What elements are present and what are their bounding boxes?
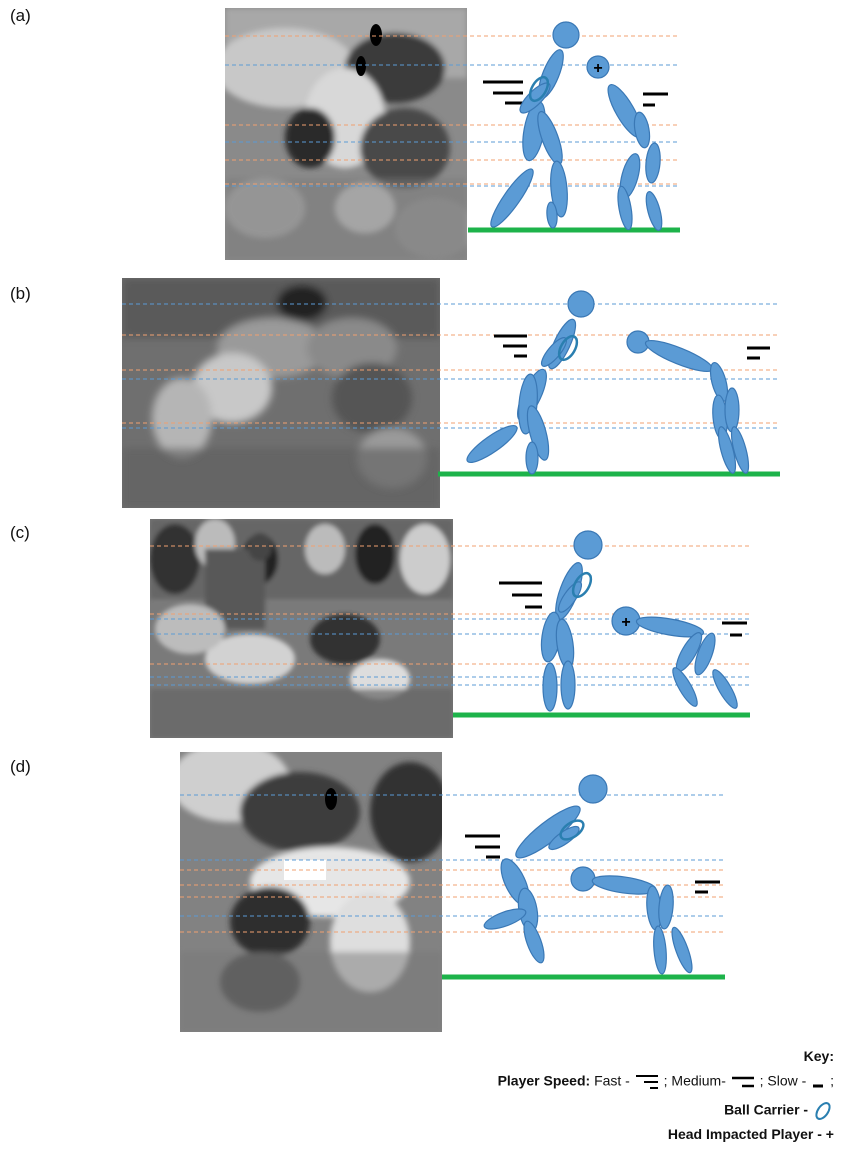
reference-lines (180, 794, 725, 933)
legend-title: Key: (803, 1048, 834, 1064)
reference-lines (150, 545, 750, 686)
speed-medium-icon (643, 92, 668, 107)
ball-icon (571, 571, 593, 599)
legend: Key: Player Speed: Fast - ; Medium- ; Sl… (498, 1048, 834, 1150)
legend-speed-row: Player Speed: Fast - ; Medium- ; Slow - … (498, 1072, 834, 1100)
photo-a (225, 8, 467, 260)
diagram-d (180, 752, 740, 987)
photo-d (180, 752, 442, 1032)
legend-slow-label: ; Slow - (759, 1072, 807, 1089)
diagram-c: + (150, 519, 760, 724)
head-impacted-figure (586, 55, 663, 231)
speed-fast-icon (483, 80, 523, 105)
ball-carrier-figure (490, 21, 580, 229)
panel-label-c: (c) (10, 523, 30, 542)
speed-medium-icon (695, 880, 720, 894)
reference-lines (122, 303, 780, 429)
head-impact-marker: + (593, 60, 602, 77)
opponent-figure (626, 330, 750, 474)
ball-carrier-figure (466, 290, 595, 475)
diagram-b (122, 278, 792, 488)
diagram-a: + (225, 8, 695, 248)
panel-label-b: (b) (10, 284, 31, 303)
legend-speed-label: Player Speed: (497, 1072, 591, 1089)
head-impacted-figure (611, 606, 738, 709)
speed-medium-icon (747, 346, 770, 360)
legend-ball-row: Ball Carrier - (498, 1100, 834, 1126)
opponent-figure (570, 866, 693, 975)
legend-ball-label: Ball Carrier - (724, 1101, 809, 1118)
ball-icon (559, 819, 585, 841)
speed-slow-icon (722, 621, 747, 637)
panel-label-a: (a) (10, 6, 31, 25)
legend-head-impact-label: Head Impacted Player - + (667, 1126, 834, 1142)
photo-b (122, 278, 440, 508)
ball-icon (528, 75, 550, 103)
legend-slow-icon (813, 1084, 824, 1088)
legend-sep: ; (830, 1072, 834, 1089)
reference-lines (225, 35, 680, 187)
ball-carrier-figure (483, 774, 608, 964)
head-impact-marker: + (621, 614, 630, 631)
ball-carrier-figure (540, 530, 603, 712)
legend-ball-icon (815, 1102, 831, 1120)
ball-icon (557, 334, 579, 362)
legend-medium-icon (731, 1076, 754, 1088)
legend-fast-label: Fast - (594, 1072, 630, 1089)
legend-fast-icon (635, 1075, 658, 1089)
speed-fast-icon (465, 834, 500, 859)
speed-fast-icon (499, 581, 542, 609)
panel-label-d: (d) (10, 757, 31, 776)
photo-c (150, 519, 453, 738)
speed-fast-icon (494, 334, 527, 358)
legend-medium-label: ; Medium- (663, 1072, 726, 1089)
